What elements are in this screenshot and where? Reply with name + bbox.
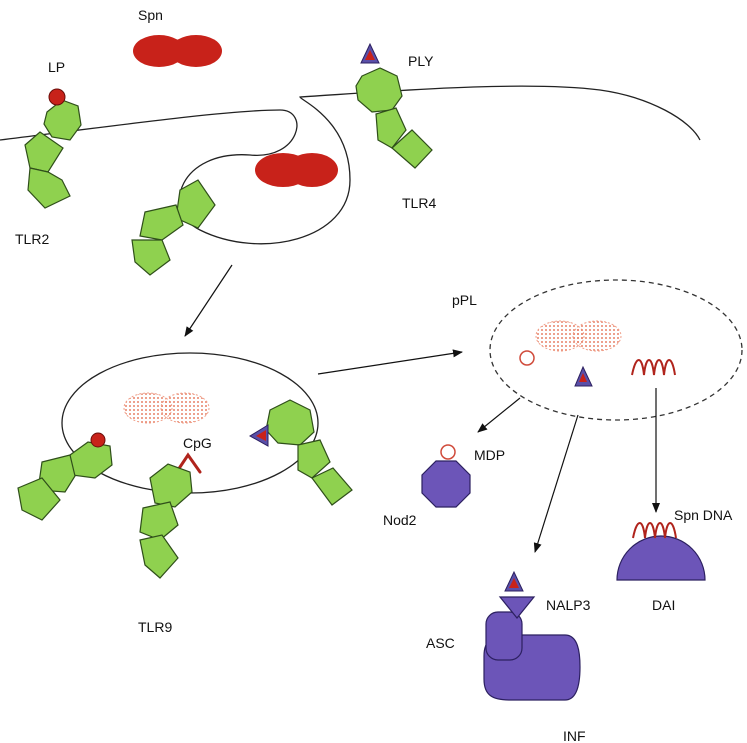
lp-label: LP: [48, 59, 65, 75]
tlr9-label: TLR9: [138, 619, 172, 635]
spn-bacterium-internalized: [255, 153, 338, 187]
spn-bacterium: [133, 35, 222, 67]
inf-label: INF: [563, 728, 586, 743]
arrow-to-nalp3: [533, 414, 579, 553]
arrow-to-endosome: [184, 264, 233, 337]
ppl-spn-dna: [631, 359, 676, 376]
cpg-dna: [176, 452, 202, 474]
spn-label: Spn: [138, 7, 163, 23]
tlr2-receptor: [24, 88, 82, 209]
degraded-spn: [123, 392, 210, 424]
ppl-label: pPL: [452, 292, 477, 308]
nalp3-sensor: [498, 596, 536, 619]
tlr4-label: TLR4: [402, 195, 436, 211]
tlr2-label: TLR2: [15, 231, 49, 247]
arrow-to-nod2: [477, 397, 521, 433]
spn-dna-label: Spn DNA: [674, 507, 733, 523]
cpg-label: CpG: [183, 435, 212, 451]
ppl-degraded-spn: [535, 320, 622, 352]
endocytosed-tlr: [131, 179, 216, 276]
tlr4-receptor: [355, 42, 433, 169]
ply-label: PLY: [408, 53, 434, 69]
ppl-vesicle: [489, 279, 743, 421]
lp-ligand: [48, 88, 66, 106]
dai-label: DAI: [652, 597, 675, 613]
mdp-ligand: [440, 444, 456, 460]
cell-membrane: [0, 85, 701, 245]
asc-label: ASC: [426, 635, 455, 651]
arrow-to-ppl: [317, 349, 463, 375]
nalp3-label: NALP3: [546, 597, 591, 613]
endosomal-tlr4: [249, 399, 353, 506]
ppl-mdp: [519, 350, 535, 366]
nod2-sensor: [421, 460, 471, 508]
tlr9-receptor: [139, 463, 193, 579]
endosome-lp-ligand: [90, 432, 106, 448]
ppl-ply-toxin: [574, 365, 593, 387]
mdp-label: MDP: [474, 447, 505, 463]
nod2-label: Nod2: [383, 512, 417, 528]
dai-sensor: [616, 535, 706, 581]
asc-upper-domain: [485, 611, 523, 661]
dai-spn-dna: [632, 522, 677, 539]
inflammasome: [483, 570, 581, 701]
endosomal-tlr2: [17, 432, 113, 521]
